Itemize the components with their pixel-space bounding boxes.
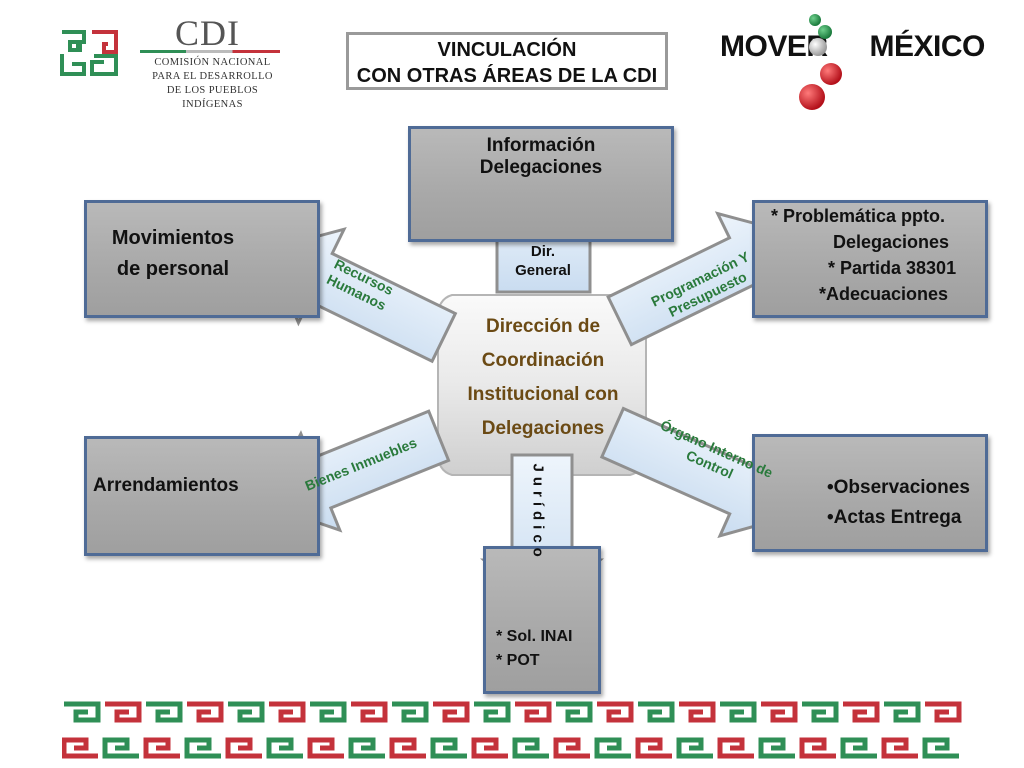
greca-bottom-segment (225, 737, 262, 759)
greca-bottom-segment (512, 737, 549, 759)
greca-bottom-segment (922, 737, 959, 759)
mover-mexico-dots-icon (799, 14, 842, 110)
greca-bottom-segment (143, 737, 180, 759)
list-item: •Actas Entrega (827, 507, 962, 528)
bullet-icon: • (827, 507, 834, 528)
label-juridico: Jurídico (529, 463, 547, 562)
box-juridico-items: * Sol. INAI * POT (483, 546, 601, 694)
greca-top-segment (146, 701, 183, 723)
greca-bottom-segment (799, 737, 836, 759)
greca-top-segment (556, 701, 593, 723)
greca-bottom-segment (62, 737, 98, 759)
greca-top-segment (843, 701, 880, 723)
box-organo-interno-items: •Observaciones •Actas Entrega (752, 434, 988, 552)
greca-top-segment (351, 701, 388, 723)
greca-bottom-segment (635, 737, 672, 759)
list-item: •Observaciones (827, 477, 970, 498)
greca-top-segment (679, 701, 716, 723)
greca-top-segment (802, 701, 839, 723)
greca-top-segment (310, 701, 347, 723)
greca-bottom-segment (348, 737, 385, 759)
org-full-name: COMISIÓN NACIONAL PARA EL DESARROLLO DE … (152, 57, 273, 110)
greca-bottom-segment (594, 737, 631, 759)
greca-bottom-segment (553, 737, 590, 759)
bullet-icon: • (827, 477, 834, 498)
label-dir-general: Dir. General (515, 243, 571, 279)
greca-border-decoration (62, 701, 962, 759)
greca-bottom-segment (307, 737, 344, 759)
greca-top-segment (433, 701, 470, 723)
greca-bottom-segment (184, 737, 221, 759)
greca-top-segment (761, 701, 798, 723)
org-short-name: CDI (175, 13, 240, 53)
greca-top-segment (187, 701, 224, 723)
page-title: VINCULACIÓN CON OTRAS ÁREAS DE LA CDI (346, 32, 668, 90)
greca-top-segment (884, 701, 921, 723)
greca-top-segment (105, 701, 142, 723)
greca-bottom-segment (266, 737, 303, 759)
cdi-greca-logo-icon (60, 30, 118, 76)
greca-bottom-segment (840, 737, 877, 759)
greca-bottom-segment (717, 737, 754, 759)
greca-top-segment (638, 701, 675, 723)
greca-top-segment (720, 701, 757, 723)
greca-bottom-segment (676, 737, 713, 759)
greca-top-segment (925, 701, 962, 723)
greca-bottom-segment (102, 737, 139, 759)
greca-top-segment (597, 701, 634, 723)
greca-top-segment (474, 701, 511, 723)
greca-top-segment (228, 701, 265, 723)
box-movimientos-personal: Movimientos de personal (84, 200, 320, 318)
tricolor-divider (140, 50, 280, 53)
greca-bottom-segment (389, 737, 426, 759)
greca-bottom-segment (881, 737, 918, 759)
greca-top-segment (392, 701, 429, 723)
greca-bottom-segment (758, 737, 795, 759)
box-programacion-items: * Problemática ppto. Delegaciones * Part… (752, 200, 988, 318)
greca-bottom-segment (430, 737, 467, 759)
greca-top-segment (269, 701, 306, 723)
box-arrendamientos: Arrendamientos (84, 436, 320, 556)
center-node-title: Dirección de Coordinación Institucional … (467, 316, 619, 439)
greca-top-segment (64, 701, 101, 723)
greca-top-segment (515, 701, 552, 723)
box-informacion-delegaciones: Información Delegaciones (408, 126, 674, 242)
greca-bottom-segment (471, 737, 508, 759)
